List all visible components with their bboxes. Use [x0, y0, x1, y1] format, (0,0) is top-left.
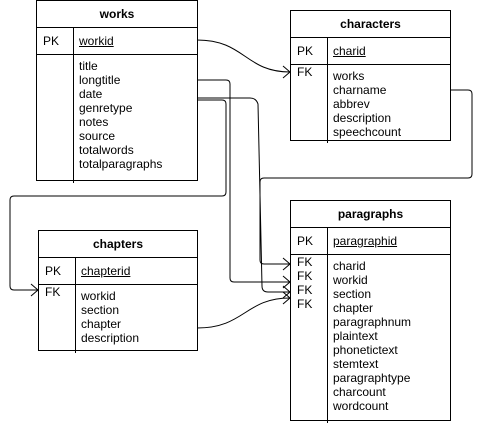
connector-chapters-paragraphs	[196, 297, 291, 329]
field: speechcount	[333, 125, 402, 139]
field: source	[79, 129, 116, 143]
field: workid	[81, 289, 116, 303]
field: plaintext	[333, 329, 378, 343]
field-list: FK workid section chapter description	[39, 285, 197, 353]
field: abbrev	[333, 97, 370, 111]
connector-works-paragraphs-section	[197, 97, 290, 293]
field-list: title longtitle date genretype notes sou…	[37, 55, 197, 183]
field: description	[81, 331, 140, 345]
pk-label: PK	[297, 234, 314, 248]
fk-label: FK	[297, 255, 313, 269]
field: longtitle	[79, 73, 121, 87]
entity-characters[interactable]: characters PK charid FK works charname a…	[290, 10, 451, 143]
entity-paragraphs[interactable]: paragraphs PK paragraphid FK FK FK FK ch…	[290, 200, 451, 423]
field-list: FK FK FK FK charid workid section chapte…	[291, 255, 450, 423]
field: stemtext	[333, 357, 379, 371]
field: date	[79, 87, 103, 101]
fk-label: FK	[45, 285, 61, 299]
connector-works-paragraphs	[197, 79, 290, 283]
fk-label: FK	[297, 65, 313, 79]
crowfoot-paragraphs-chapter	[282, 291, 291, 305]
crowfoot-paragraphs-charid	[282, 257, 291, 271]
pk-label: PK	[45, 264, 62, 278]
fk-label: FK	[297, 269, 313, 283]
fk-label: FK	[297, 283, 313, 297]
field: workid	[333, 273, 368, 287]
primary-key-row: PK paragraphid	[291, 228, 450, 255]
pk-field: charid	[333, 44, 366, 58]
pk-label: PK	[297, 44, 314, 58]
crowfoot-characters-works	[282, 65, 291, 79]
field: chapter	[333, 301, 374, 315]
pk-field: paragraphid	[333, 234, 398, 248]
entity-title: paragraphs	[291, 201, 450, 228]
primary-key-row: PK chapterid	[39, 258, 197, 285]
entity-chapters[interactable]: chapters PK chapterid FK workid section …	[38, 230, 198, 353]
crowfoot-paragraphs-workid	[282, 275, 291, 289]
field: paragraphtype	[333, 371, 411, 385]
field: phonetictext	[333, 343, 398, 357]
entity-title: characters	[291, 11, 450, 38]
field: totalparagraphs	[79, 157, 163, 171]
field: totalwords	[79, 143, 134, 157]
pk-label: PK	[43, 34, 60, 48]
field: notes	[79, 115, 109, 129]
field: section	[81, 303, 120, 317]
field: charcount	[333, 385, 386, 399]
crowfoot-paragraphs-section	[282, 285, 291, 299]
crowfoot-chapters-workid	[30, 283, 39, 297]
field: chapter	[81, 317, 122, 331]
field: description	[333, 111, 392, 125]
field: charid	[333, 259, 366, 273]
field: charname	[333, 83, 387, 97]
field: wordcount	[333, 399, 389, 413]
field: works	[333, 69, 365, 83]
fk-label: FK	[297, 297, 313, 311]
entity-works[interactable]: works PK workid title longtitle date gen…	[36, 0, 198, 183]
entity-title: works	[37, 1, 197, 28]
field: paragraphnum	[333, 315, 412, 329]
field: genretype	[79, 101, 133, 115]
field: section	[333, 287, 372, 301]
pk-field: workid	[79, 34, 114, 48]
primary-key-row: PK workid	[37, 28, 197, 55]
entity-title: chapters	[39, 231, 197, 258]
field: title	[79, 59, 98, 73]
pk-field: chapterid	[81, 264, 131, 278]
connector-works-characters	[196, 39, 291, 73]
field-list: FK works charname abbrev description spe…	[291, 65, 450, 143]
primary-key-row: PK charid	[291, 38, 450, 65]
